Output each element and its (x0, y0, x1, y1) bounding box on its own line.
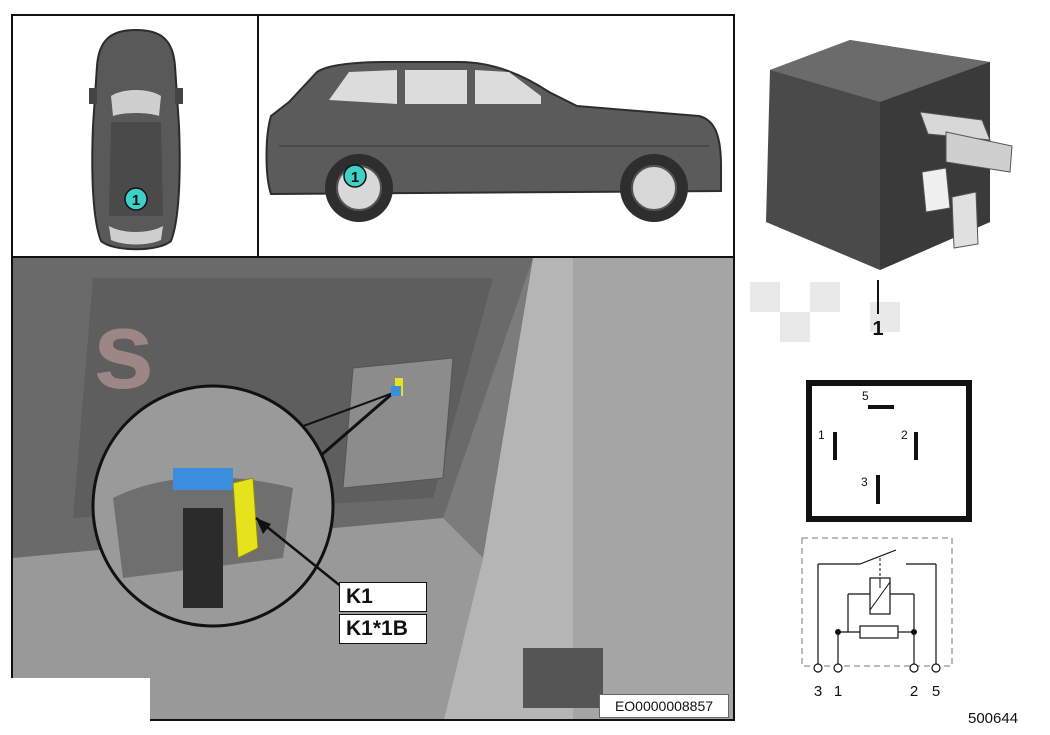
location-marker-number: 1 (132, 192, 140, 209)
car-side-view: 1 (265, 61, 722, 222)
connector-label-k1: K1 (339, 582, 427, 612)
vehicle-location-frame: 1 1 s (11, 14, 735, 721)
part-ref-label: 1 (872, 318, 883, 340)
car-side-view-panel: 1 (259, 16, 733, 258)
car-top-view-panel: 1 (13, 16, 259, 258)
pin-label-2: 2 (901, 428, 908, 442)
diagram-number: 500644 (968, 710, 1019, 727)
blank-patch (0, 678, 150, 735)
terminal-label-3: 3 (814, 683, 822, 700)
connector-label-k1-1b: K1*1B (339, 614, 427, 644)
terminal-label-5: 5 (932, 683, 940, 700)
watermark-text: s (93, 289, 154, 412)
location-marker-icon (124, 187, 148, 211)
pin-label-1: 1 (818, 428, 825, 442)
car-top-view: 1 (89, 28, 183, 251)
pin-label-3: 3 (861, 475, 868, 489)
location-marker-number: 1 (351, 169, 359, 186)
pin-label-5: 5 (862, 389, 869, 403)
terminal-label-2: 2 (910, 683, 918, 700)
image-code: EO0000008857 (599, 694, 729, 718)
trunk-detail-illustration: s (13, 258, 733, 719)
relay-circuit-schematic: 3 1 2 5 (801, 537, 953, 700)
terminal-label-1: 1 (834, 683, 842, 700)
relay-illustration: 1 (750, 40, 1013, 342)
location-marker-icon (343, 164, 367, 188)
trunk-detail-panel: s K1 K1*1B EO0000008857 (13, 258, 733, 719)
relay-pin-layout: 5 1 2 3 (806, 380, 972, 522)
